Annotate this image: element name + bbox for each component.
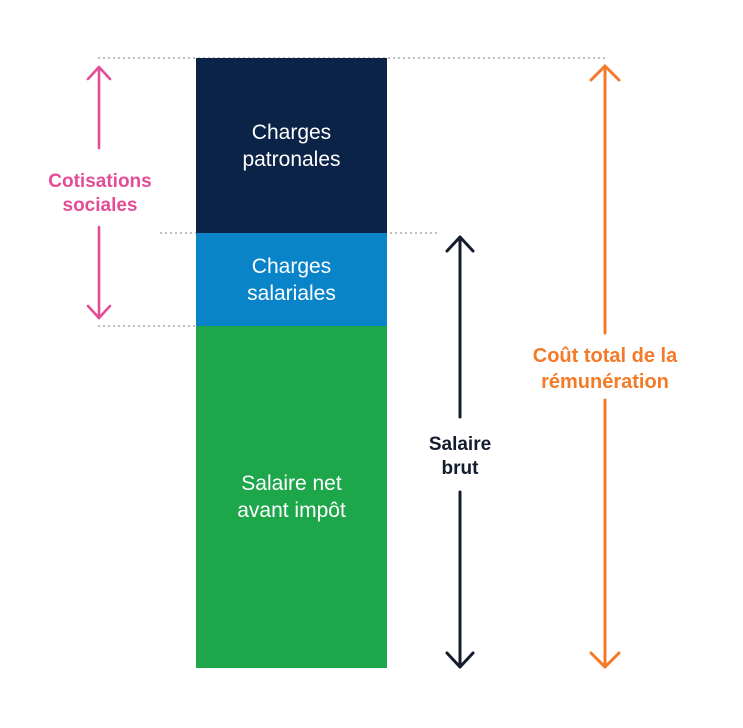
label-line: Cotisations (48, 171, 152, 192)
segment-label-line: salariales (247, 281, 336, 305)
segment-charges-salariales: Charges salariales (196, 233, 387, 326)
label-line: rémunération (541, 371, 669, 393)
cout-arrow-icon (589, 64, 621, 669)
cout-total-label: Coût total de la rémunération (500, 343, 710, 395)
segment-charges-patronales: Charges patronales (196, 58, 387, 233)
cotisations-arrow-icon (86, 65, 112, 320)
salaire-brut-label: Salaire brut (395, 433, 525, 481)
label-line: Coût total de la (532, 345, 678, 367)
segment-label-line: patronales (242, 147, 341, 171)
label-line: brut (441, 458, 479, 479)
brut-arrow-icon (445, 235, 475, 669)
segment-label-line: avant impôt (237, 499, 346, 522)
cotisations-sociales-label: Cotisations sociales (26, 170, 174, 218)
label-line: sociales (62, 195, 138, 216)
segment-salaire-net: Salaire net avant impôt (196, 326, 387, 668)
label-line: Salaire (428, 434, 492, 455)
segment-label-line: Salaire net (241, 472, 342, 495)
segment-label-line: Charges (251, 120, 332, 144)
segment-label-line: Charges (251, 254, 332, 278)
